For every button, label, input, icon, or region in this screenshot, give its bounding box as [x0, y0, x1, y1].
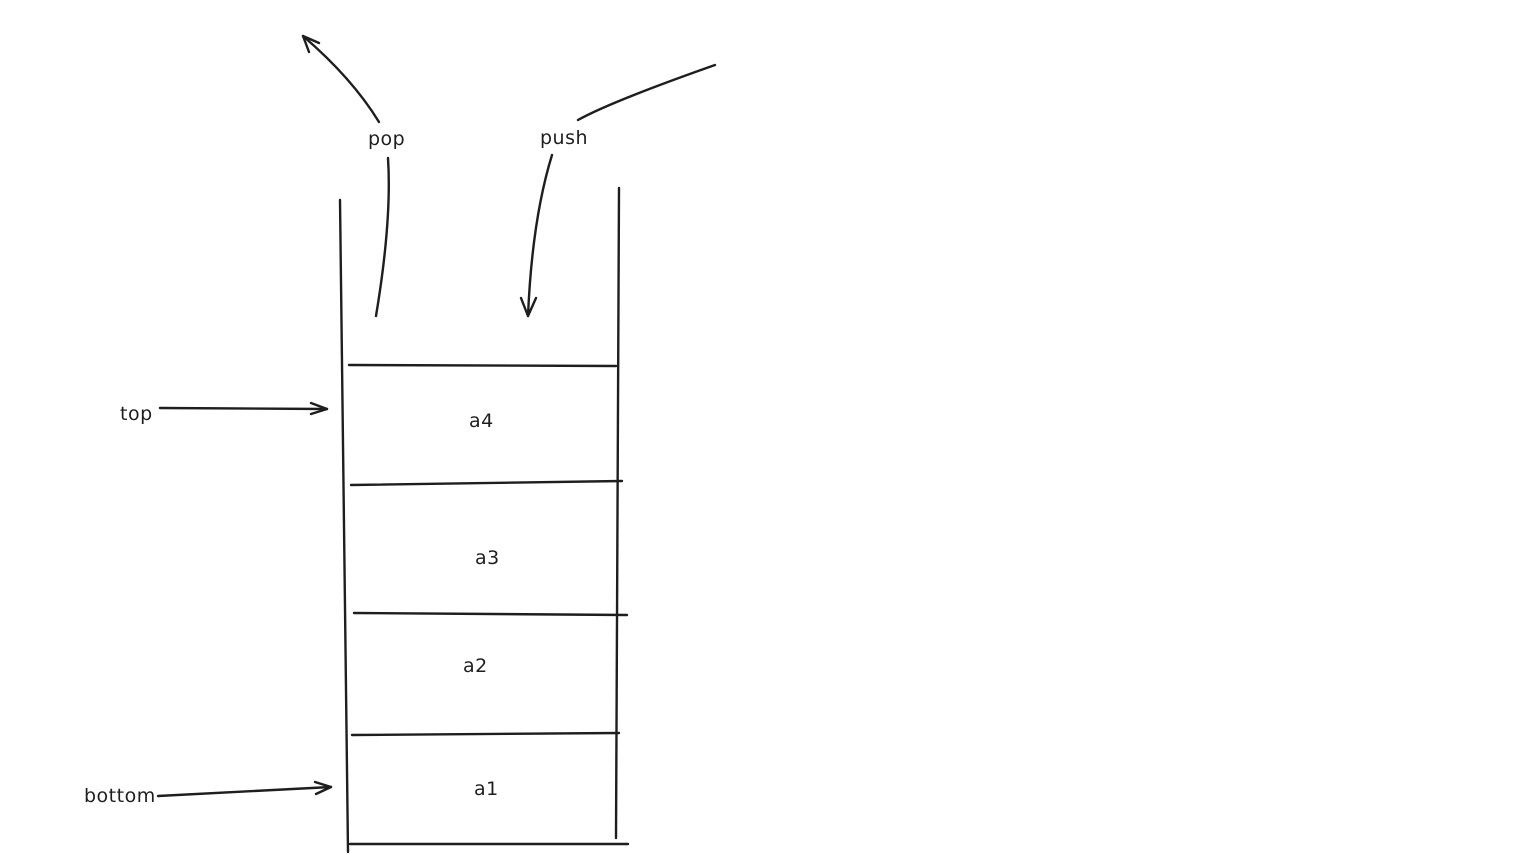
cell-divider-a3-a2 — [352, 611, 629, 617]
push-arrow-line — [526, 153, 554, 318]
stack-left-wall — [338, 198, 350, 854]
top-pointer-label: top — [120, 403, 153, 425]
cell-divider-a2-a1 — [350, 731, 621, 737]
push-arrow-upper — [576, 63, 717, 122]
pop-arrow-head — [301, 34, 321, 54]
top-pointer-arrow — [158, 406, 329, 411]
cell-divider-a4-a3 — [349, 479, 624, 487]
bottom-pointer-label: bottom — [84, 785, 156, 807]
bottom-pointer-arrow — [156, 785, 333, 798]
pop-arrow-line — [374, 156, 390, 318]
stack-cell-label: a4 — [469, 410, 494, 432]
stack-cell-label: a1 — [474, 778, 499, 800]
stack-cell-label: a3 — [475, 547, 500, 569]
bottom-pointer-arrow-head — [313, 780, 333, 796]
pop-arrow-upper — [301, 34, 381, 124]
push-arrow-head — [519, 296, 538, 318]
pop-label: pop — [368, 128, 406, 150]
stack-right-wall — [614, 186, 621, 840]
top-pointer-arrow-head — [309, 401, 329, 416]
push-label: push — [540, 127, 589, 149]
cell-divider-top — [347, 363, 618, 368]
stack-cell-label: a2 — [463, 655, 488, 677]
